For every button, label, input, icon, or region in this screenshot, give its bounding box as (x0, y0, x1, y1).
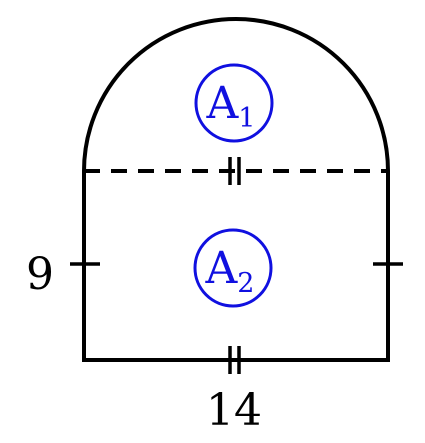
top-double-tick (228, 157, 241, 185)
region-a2-letter: A (205, 243, 239, 294)
svg-text:A2: A2 (205, 243, 255, 299)
region-a1-letter: A (206, 78, 240, 129)
region-a1-subscript: 1 (238, 103, 255, 134)
bottom-double-tick (228, 346, 241, 374)
region-a1-label: A1 (194, 63, 274, 143)
region-a2-circle (193, 228, 273, 308)
semicircle-arc (82, 17, 390, 172)
region-a2-subscript: 2 (237, 268, 254, 299)
height-label: 9 (26, 249, 54, 300)
region-a1-circle (194, 63, 274, 143)
region-a2-label: A2 (193, 228, 273, 308)
width-label: 14 (206, 385, 262, 436)
svg-text:A1: A1 (206, 78, 256, 134)
